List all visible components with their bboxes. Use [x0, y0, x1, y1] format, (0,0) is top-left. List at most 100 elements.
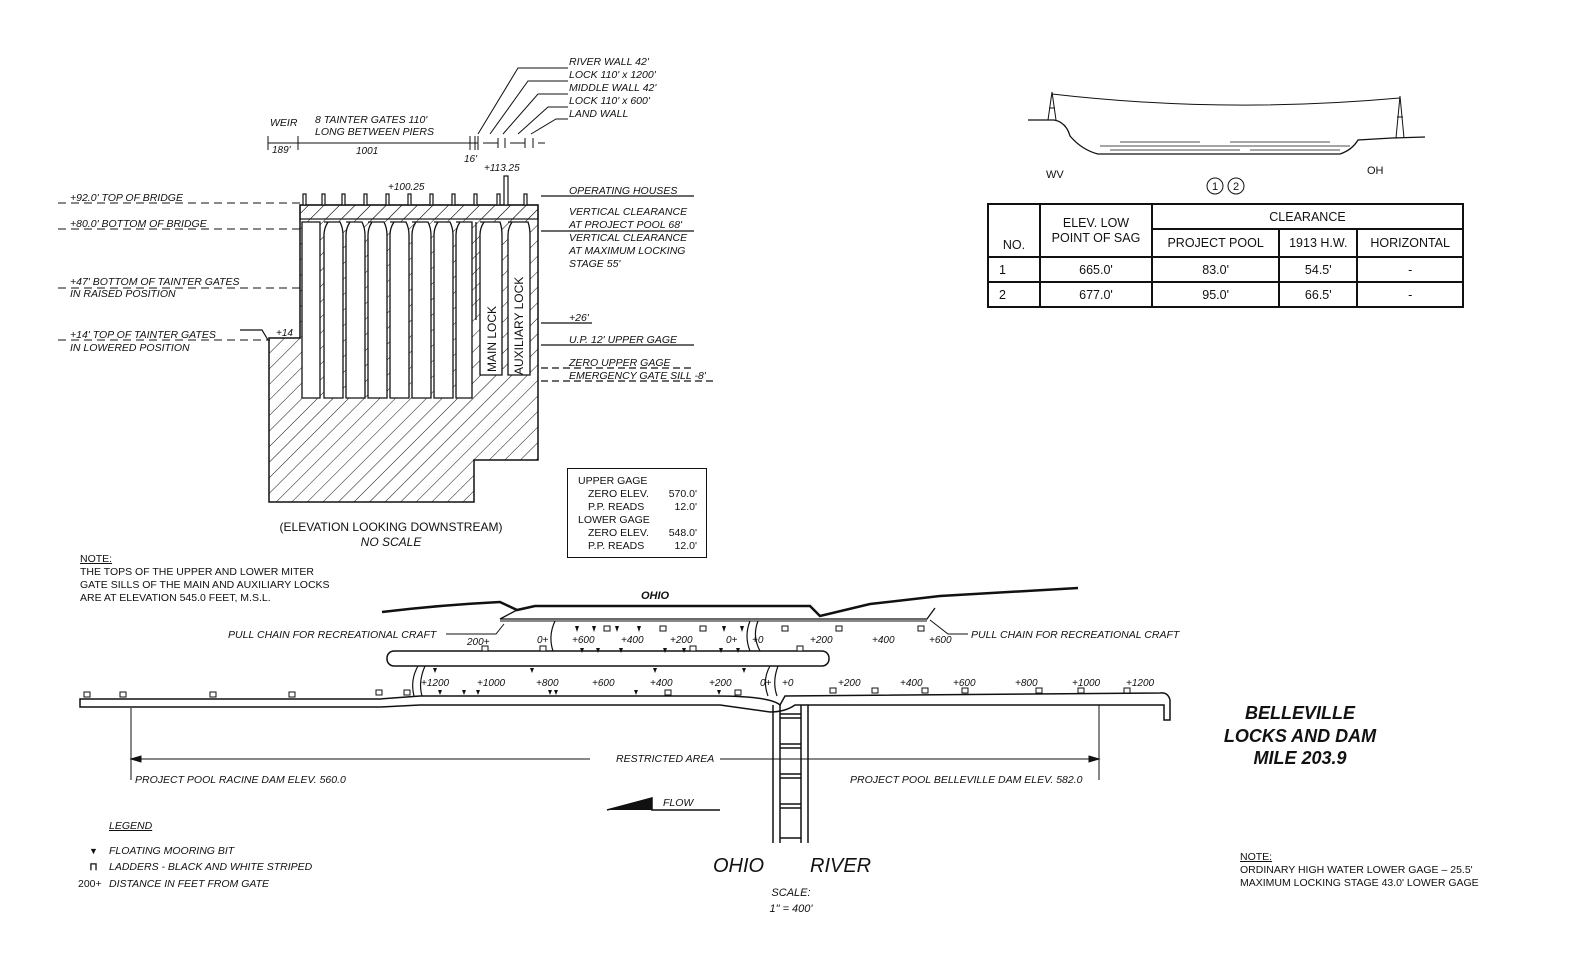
operating-houses-label: OPERATING HOUSES: [569, 185, 677, 197]
station-label: +800: [536, 678, 559, 689]
restricted-area-label: RESTRICTED AREA: [616, 753, 714, 765]
elevation-scale-note: NO SCALE: [361, 535, 423, 549]
pool-left-label: PROJECT POOL RACINE DAM ELEV. 560.0: [135, 774, 346, 786]
bridge-deck: [299, 204, 539, 220]
station-label: 0+: [726, 635, 738, 646]
drawing-title: BELLEVILLE LOCKS AND DAM MILE 203.9: [1200, 702, 1400, 770]
high-water-note: NOTE: ORDINARY HIGH WATER LOWER GAGE – 2…: [1240, 851, 1479, 890]
cell-hw: 66.5': [1278, 281, 1359, 308]
dam-elevation: WEIR 189' 8 TAINTER GATES 110' LONG BETW…: [58, 56, 716, 549]
ohio-bank: [381, 586, 1079, 618]
vertical-clearance-stage: STAGE 55': [569, 258, 621, 270]
station-label: +200: [709, 678, 732, 689]
vertical-clearance-label: VERTICAL CLEARANCE: [569, 206, 688, 218]
pull-chain-right-label: PULL CHAIN FOR RECREATIONAL CRAFT: [971, 629, 1181, 641]
wall-label-lock-1200: LOCK 110' x 1200': [569, 69, 657, 81]
pull-chain-left-label: PULL CHAIN FOR RECREATIONAL CRAFT: [228, 629, 438, 641]
main-lock-label: MAIN LOCK: [485, 306, 499, 372]
pull-chain-leader-right: [929, 619, 968, 635]
station-label: +400: [621, 635, 644, 646]
site-plan: [79, 586, 1171, 843]
wall-leaders: [477, 67, 568, 135]
header-1913-hw: 1913 H.W.: [1278, 228, 1359, 258]
water-lines: [1100, 141, 1350, 151]
title-line: MILE 203.9: [1253, 748, 1347, 768]
restricted-area-dimension: [129, 705, 1101, 780]
wall-label-lock-600: LOCK 110' x 600': [569, 95, 651, 107]
top-of-bridge-label: +92.0' TOP OF BRIDGE: [70, 192, 184, 204]
note-heading: NOTE:: [80, 553, 113, 565]
note-line: ORDINARY HIGH WATER LOWER GAGE – 25.5': [1240, 864, 1473, 876]
lower-pp-value: 12.0': [674, 540, 697, 552]
dimension-line: [267, 136, 545, 150]
mooring-bit-icon: ▼: [89, 845, 98, 856]
elevation-26: +26': [569, 312, 590, 324]
weir-crest: [240, 329, 269, 341]
lower-gage-heading: LOWER GAGE: [578, 514, 650, 526]
lower-zero-label: ZERO ELEV.: [588, 527, 649, 539]
weir-label: WEIR: [270, 117, 298, 129]
wall-label-middle: MIDDLE WALL 42': [569, 82, 657, 94]
legend-item-label: DISTANCE IN FEET FROM GATE: [109, 877, 270, 890]
note-heading: NOTE:: [1240, 851, 1273, 863]
lower-pp-row: P.P. READS 12.0': [568, 540, 706, 553]
note-line: ARE AT ELEVATION 545.0 FEET, M.S.L.: [80, 592, 271, 604]
raised-gates-label: +47' BOTTOM OF TAINTER GATES: [70, 276, 240, 288]
station-label: +400: [872, 635, 895, 646]
legend-item-label: FLOATING MOORING BIT: [109, 844, 235, 857]
cell-horizontal: -: [1356, 256, 1464, 283]
right-elevation-lines: [541, 195, 716, 382]
zero-upper-gage-label: ZERO UPPER GAGE: [568, 357, 672, 369]
emergency-sill-label: EMERGENCY GATE SILL -8': [569, 370, 707, 382]
station-label: +1000: [477, 678, 506, 689]
upper-stations: 200+ 0+ +600 +400 +200 0+ +0 +200 +400 +…: [466, 635, 952, 648]
miter-sill-note: NOTE: THE TOPS OF THE UPPER AND LOWER MI…: [80, 553, 330, 605]
header-elev-line2: POINT OF SAG: [1051, 230, 1141, 245]
lower-zero-row: ZERO ELEV.548.0': [568, 527, 706, 540]
cell-horizontal: -: [1356, 281, 1464, 308]
tainter-label: 8 TAINTER GATES 110': [315, 114, 428, 126]
ohio-bank-label: OHIO: [641, 590, 670, 602]
upper-zero-value: 570.0': [668, 488, 697, 500]
guide-wall-upper: [386, 650, 830, 667]
legend-item: ⊓LADDERS - BLACK AND WHITE STRIPED: [78, 859, 312, 876]
legend-item-label: LADDERS - BLACK AND WHITE STRIPED: [109, 861, 313, 873]
station-label: +200: [810, 635, 833, 646]
scale-label: SCALE:: [771, 887, 810, 899]
header-no: NO.: [987, 203, 1041, 258]
station-label: 0+: [760, 678, 772, 689]
table-row: 2 677.0' 95.0' 66.5' -: [987, 281, 1464, 308]
wall-label-river: RIVER WALL 42': [569, 56, 650, 68]
lower-stations: +1200 +1000 +800 +600 +400 +200 0+ +0 +2…: [421, 678, 1155, 689]
marker-2-circle: [1227, 177, 1245, 195]
station-label: +400: [650, 678, 673, 689]
profile-left-label: WV: [1046, 169, 1064, 181]
cell-pool: 83.0': [1150, 256, 1281, 283]
station-label: +400: [900, 678, 923, 689]
elevation-113: +113.25: [484, 163, 520, 174]
legend-item: 200+DISTANCE IN FEET FROM GATE: [78, 876, 312, 893]
weir-elevation-14: +14: [276, 328, 293, 339]
station-label: +200: [670, 635, 693, 646]
legend: LEGEND ▼ FLOATING MOORING BIT ⊓LADDERS - …: [78, 818, 312, 892]
esplanade: [79, 692, 1171, 721]
table-subheader-row: PROJECT POOL 1913 H.W. HORIZONTAL: [988, 228, 1464, 258]
lower-pp-label: P.P. READS: [588, 540, 645, 552]
elevation-caption: (ELEVATION LOOKING DOWNSTREAM): [280, 520, 503, 534]
upper-gage-label: U.P. 12' UPPER GAGE: [569, 334, 678, 346]
header-elev-line1: ELEV. LOW: [1062, 215, 1130, 230]
cell-hw: 54.5': [1278, 256, 1359, 283]
ladder-structure: [772, 705, 809, 843]
tainter-length: 1001: [356, 146, 378, 157]
legend-title: LEGEND: [109, 820, 153, 832]
note-line: MAXIMUM LOCKING STAGE 43.0' LOWER GAGE: [1240, 877, 1479, 889]
station-label: +600: [572, 635, 595, 646]
marker-1: 1: [1212, 181, 1218, 193]
cell-no: 1: [987, 256, 1041, 283]
vertical-clearance-locking: AT MAXIMUM LOCKING: [568, 245, 685, 257]
operating-houses: [302, 175, 528, 206]
header-elev: ELEV. LOW POINT OF SAG: [1039, 203, 1153, 258]
